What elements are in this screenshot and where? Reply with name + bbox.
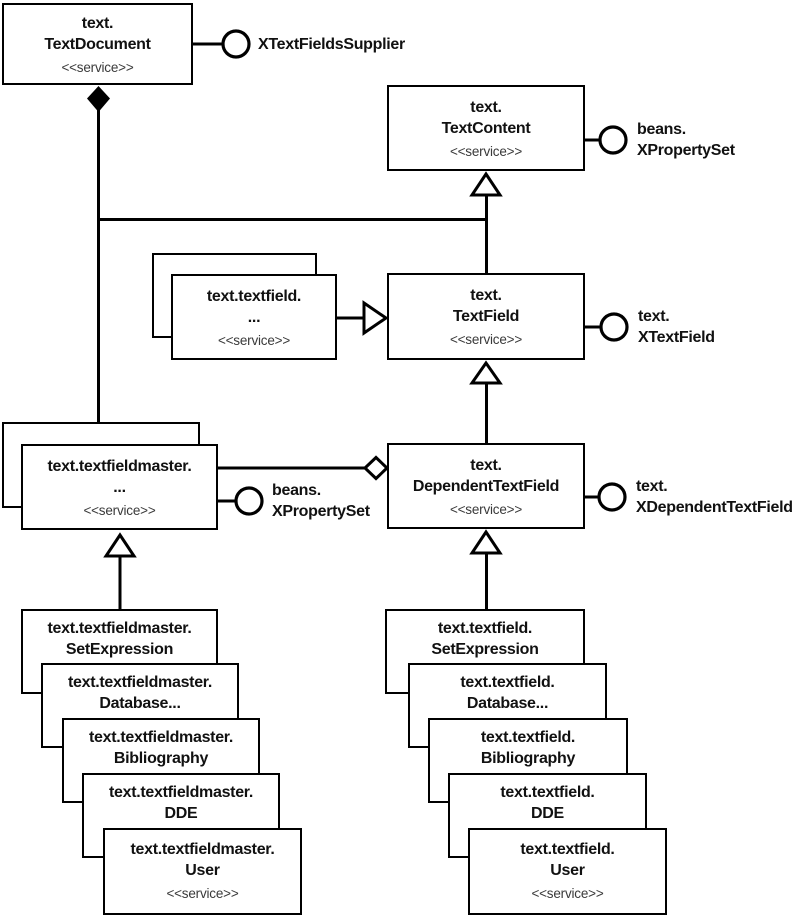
service-name: Bibliography: [480, 750, 576, 767]
service-name: DependentTextField: [412, 477, 560, 495]
service-name: User: [550, 862, 585, 879]
service-box-dependent-text-field: text. DependentTextField <<service>>: [387, 443, 585, 529]
service-name: text.textfield.: [500, 784, 595, 801]
interface-label-line: text.: [636, 478, 668, 495]
interface-label-beans-xpropertyset-master: beans. XPropertySet: [272, 480, 370, 522]
interface-label-line: XPropertySet: [637, 142, 735, 159]
service-name: text.textfieldmaster.: [47, 620, 192, 637]
service-name: text.textfieldmaster.: [68, 674, 212, 691]
service-name: Database...: [466, 695, 549, 712]
interface-label-line: text.: [638, 308, 670, 325]
service-name: text.: [81, 14, 114, 32]
service-name: text.textfield.: [437, 620, 533, 637]
service-name: DDE: [531, 805, 564, 822]
service-stereotype: <<service>>: [449, 332, 523, 347]
generalization-arrow-dependent-icon: [469, 529, 503, 555]
interface-label-line: beans.: [637, 121, 686, 138]
service-box-text-content: text. TextContent <<service>>: [387, 85, 585, 171]
service-stereotype: <<service>>: [166, 886, 239, 901]
interface-circle-beans-xpropertyset-top: [598, 125, 628, 155]
service-stereotype: <<service>>: [449, 143, 523, 159]
interface-circle-xtextfieldssupplier: [221, 29, 251, 59]
service-name: text.textfieldmaster.: [130, 841, 275, 858]
service-stereotype: <<service>>: [83, 502, 156, 518]
service-name: Database...: [99, 695, 181, 712]
service-name: text.textfieldmaster.: [89, 729, 233, 746]
interface-label-line: XPropertySet: [272, 503, 370, 520]
service-stereotype: <<service>>: [531, 886, 604, 901]
service-box-textfieldmaster-generic: text.textfieldmaster. ... <<service>>: [21, 444, 218, 530]
interface-label-text-xtextfield: text. XTextField: [638, 306, 715, 348]
service-name: text.: [470, 287, 502, 304]
service-name: ...: [113, 478, 126, 496]
service-name: DDE: [164, 805, 198, 822]
interface-label-line: XDependentTextField: [636, 499, 793, 516]
service-stereotype: <<service>>: [217, 332, 291, 348]
service-name: text.textfield.: [460, 674, 555, 691]
generalization-arrow-textfield-icon: [469, 360, 503, 385]
service-name: User: [185, 862, 220, 879]
generalization-arrow-textcontent-icon: [469, 171, 503, 197]
service-box-field-user: text.textfield. User <<service>>: [468, 828, 667, 915]
interface-label-beans-xpropertyset-top: beans. XPropertySet: [637, 119, 735, 161]
service-name: text.: [470, 98, 502, 116]
service-stereotype: <<service>>: [61, 59, 134, 75]
service-name: text.textfieldmaster.: [109, 784, 253, 801]
service-name: TextField: [452, 308, 520, 325]
service-box-text-field: text. TextField <<service>>: [387, 273, 585, 360]
interface-circle-beans-xpropertyset-master: [234, 486, 264, 516]
service-name: ...: [247, 308, 261, 326]
service-name: text.textfieldmaster.: [47, 457, 192, 475]
service-name: SetExpression: [65, 641, 174, 658]
interface-circle-text-xdependenttextfield: [597, 482, 627, 512]
service-box-textfield-generic: text.textfield. ... <<service>>: [171, 274, 337, 360]
service-name: text.textfield.: [206, 287, 302, 305]
aggregation-diamond-icon: [362, 455, 390, 481]
interface-label-xtextfieldssupplier: XTextFieldsSupplier: [258, 34, 405, 55]
interface-label-text-xdependenttextfield: text. XDependentTextField: [636, 476, 793, 518]
service-name: TextContent: [441, 119, 531, 137]
service-name: SetExpression: [431, 641, 539, 658]
composition-diamond-icon: [87, 86, 110, 112]
interface-label-line: beans.: [272, 482, 321, 499]
service-name: Bibliography: [113, 750, 209, 767]
service-box-master-user: text.textfieldmaster. User <<service>>: [103, 828, 302, 915]
service-box-text-document: text. TextDocument <<service>>: [2, 3, 193, 85]
service-name: TextDocument: [44, 35, 151, 53]
service-stereotype: <<service>>: [449, 501, 523, 517]
service-name: text.textfield.: [480, 729, 576, 746]
interface-label-line: XTextField: [638, 329, 715, 346]
service-name: text.: [470, 456, 502, 474]
service-name: text.textfield.: [520, 841, 615, 858]
generalization-arrow-master-icon: [103, 532, 137, 558]
interface-circle-text-xtextfield: [599, 312, 629, 342]
realization-arrow-textfield-icon: [362, 300, 389, 336]
interface-label-line: XTextFieldsSupplier: [258, 36, 405, 53]
